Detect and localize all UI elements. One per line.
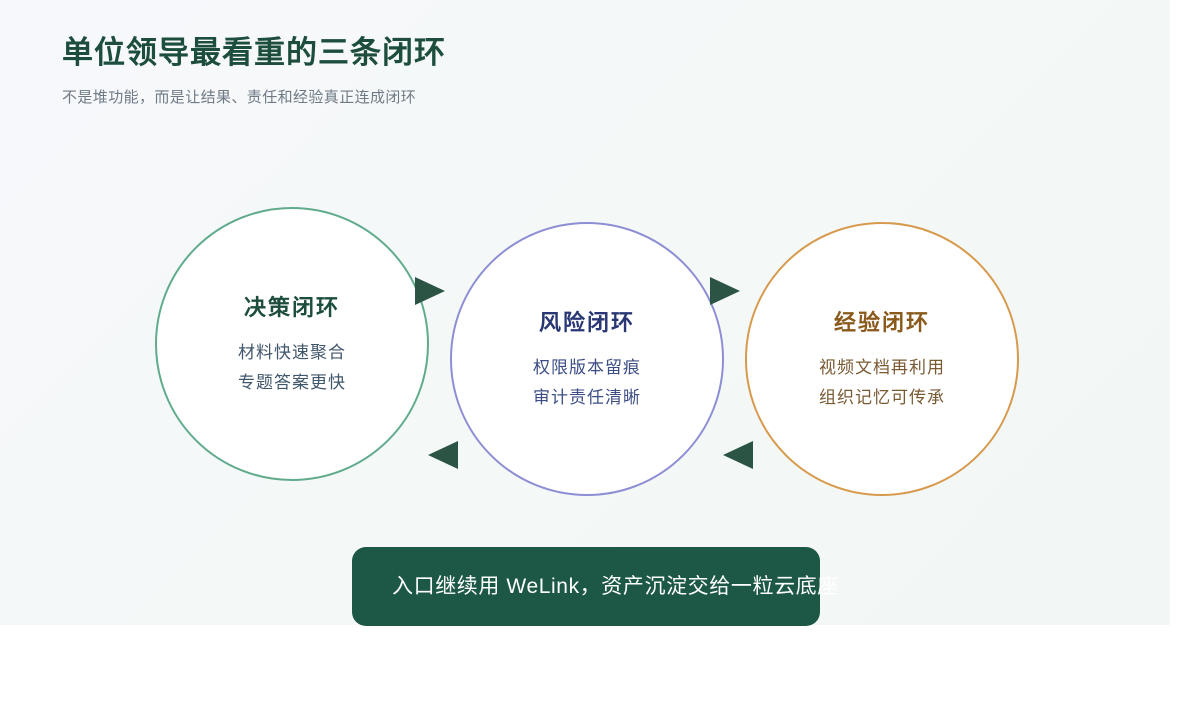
slide-canvas: 单位领导最看重的三条闭环 不是堆功能，而是让结果、责任和经验真正连成闭环 决策闭…	[0, 0, 1170, 626]
triangle-right-icon	[415, 277, 445, 305]
header: 单位领导最看重的三条闭环 不是堆功能，而是让结果、责任和经验真正连成闭环	[62, 34, 962, 108]
loop-circle-decision: 决策闭环 材料快速聚合 专题答案更快	[155, 207, 429, 481]
loop-line-decision-1: 材料快速聚合	[238, 343, 346, 363]
loop-line-decision-2: 专题答案更快	[238, 373, 346, 392]
triangle-left-icon	[428, 441, 458, 469]
loop-title-decision: 决策闭环	[243, 295, 340, 321]
loop-title-experience: 经验闭环	[833, 310, 930, 336]
page-title: 单位领导最看重的三条闭环	[62, 35, 446, 70]
footer-banner-text: 入口继续用 WeLink，资产沉淀交给一粒云底座	[392, 575, 839, 598]
footer-banner	[352, 547, 820, 626]
loop-line-risk-2: 审计责任清晰	[533, 388, 641, 407]
loop-title-risk: 风险闭环	[538, 310, 635, 336]
loop-line-experience-1: 视频文档再利用	[819, 358, 945, 378]
loop-circle-experience: 经验闭环 视频文档再利用 组织记忆可传承	[745, 222, 1019, 496]
triangle-left-icon	[723, 441, 753, 469]
page-subtitle: 不是堆功能，而是让结果、责任和经验真正连成闭环	[62, 88, 417, 106]
loop-circle-risk: 风险闭环 权限版本留痕 审计责任清晰	[450, 222, 724, 496]
loop-line-risk-1: 权限版本留痕	[533, 358, 641, 378]
loop-line-experience-2: 组织记忆可传承	[819, 388, 945, 407]
triangle-right-icon	[710, 277, 740, 305]
